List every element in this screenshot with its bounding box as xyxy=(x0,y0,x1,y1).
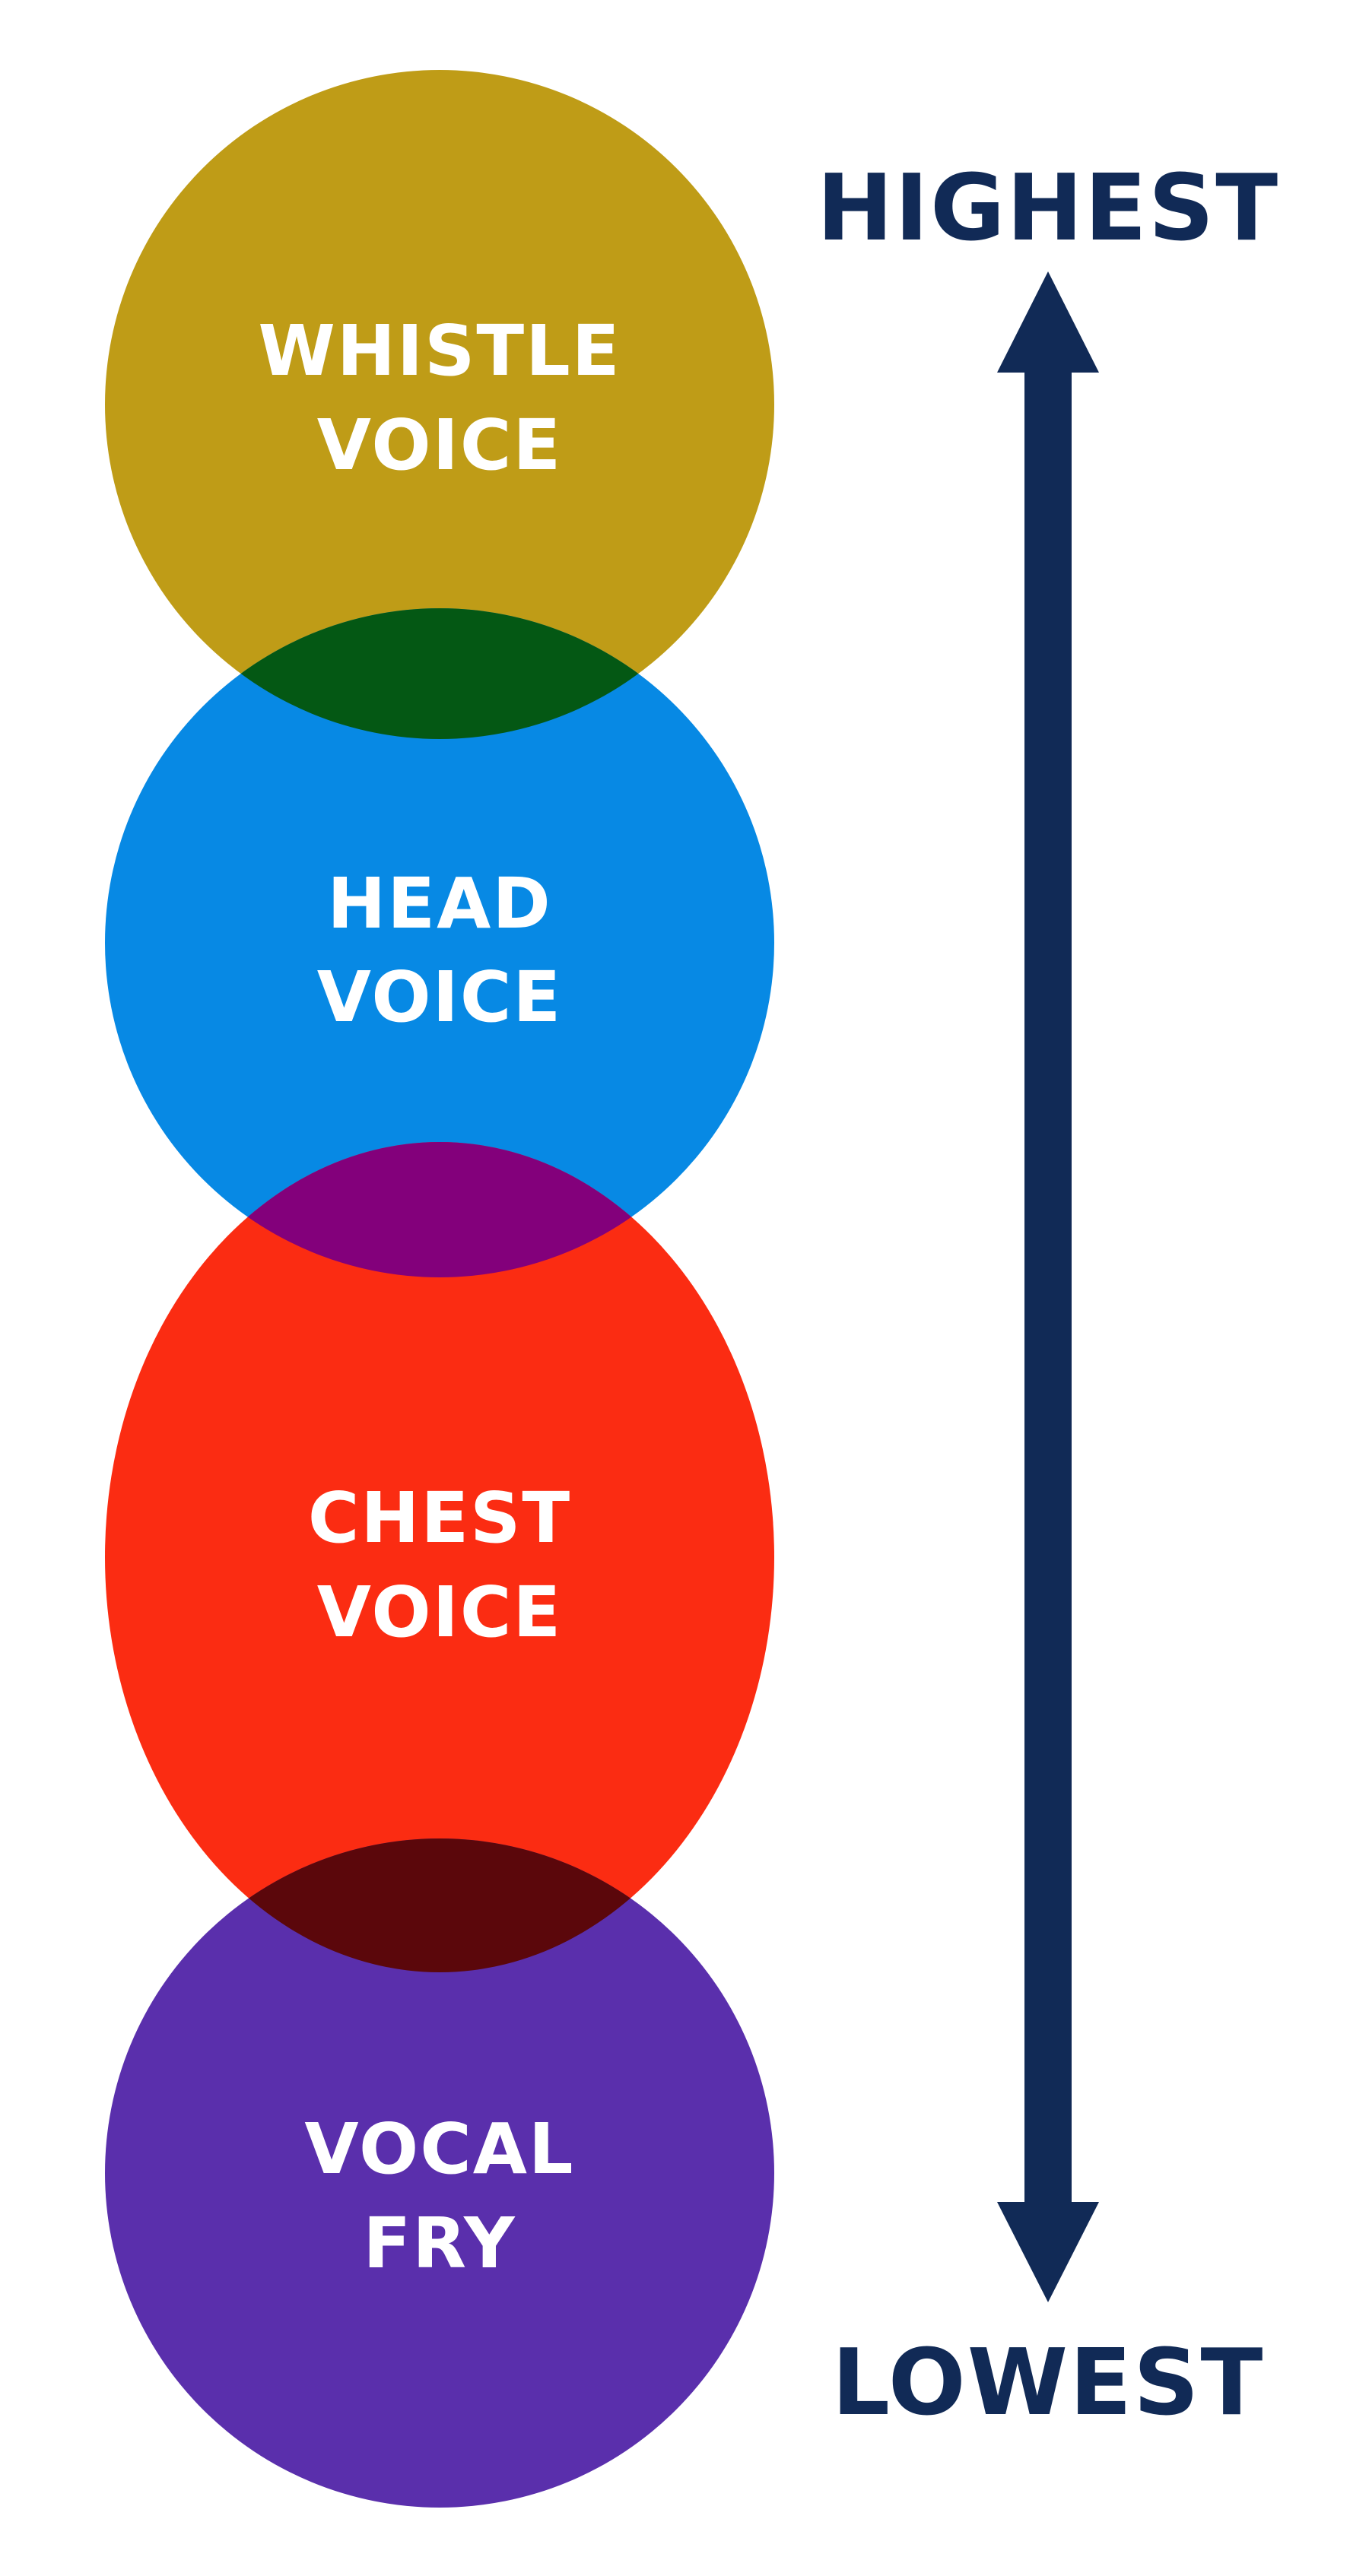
svg-text:VOICE: VOICE xyxy=(317,956,562,1038)
double-headed-vertical-arrow-icon xyxy=(997,271,1099,2302)
svg-text:CHEST: CHEST xyxy=(308,1477,571,1559)
svg-text:HEAD: HEAD xyxy=(327,863,551,944)
chest-voice-label: CHEST VOICE xyxy=(308,1477,571,1653)
svg-text:VOCAL: VOCAL xyxy=(304,2108,574,2190)
svg-text:VOICE: VOICE xyxy=(317,404,562,486)
highest-label: HIGHEST xyxy=(817,156,1279,262)
svg-text:VOICE: VOICE xyxy=(317,1572,562,1653)
head-voice-circle xyxy=(105,608,774,1277)
whistle-voice-circle xyxy=(105,70,774,739)
vocal-fry-label: VOCAL FRY xyxy=(304,2108,574,2284)
svg-text:FRY: FRY xyxy=(363,2203,516,2284)
head-voice-label: HEAD VOICE xyxy=(317,863,562,1038)
svg-text:WHISTLE: WHISTLE xyxy=(258,310,621,392)
whistle-voice-label: WHISTLE VOICE xyxy=(258,310,621,486)
vocal-fry-circle xyxy=(105,1838,774,2508)
lowest-label: LOWEST xyxy=(832,2330,1265,2436)
chest-voice-ellipse xyxy=(105,1142,774,1972)
